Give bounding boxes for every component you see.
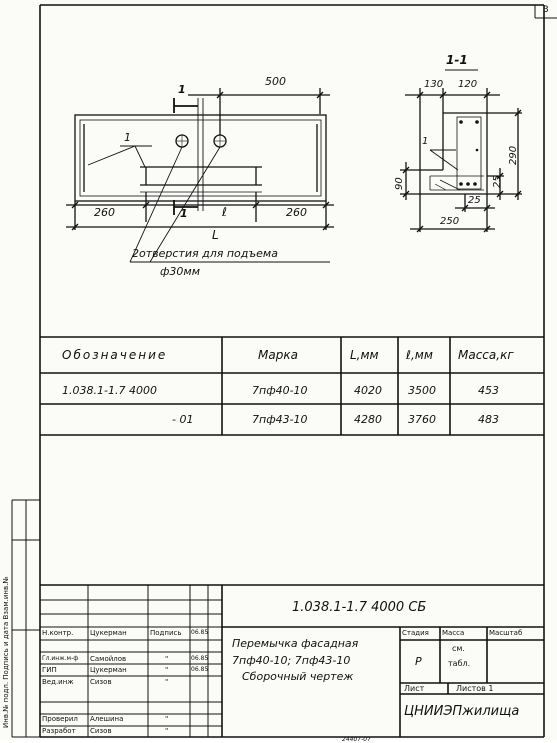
stamp-mass-value-2: табл. [448,659,471,668]
stamp-title-line3: Сборочный чертеж [242,670,354,683]
section-title: 1-1 [446,53,468,67]
sheet-number: 3 [543,5,549,15]
stamp-name-4: Алешина [90,715,124,723]
stamp-title-line1: Перемычка фасадная [232,637,359,650]
holes-note-line2: ф30мм [160,265,200,278]
dim-L: L [212,228,219,242]
cut-mark-bottom: 1 [180,207,188,220]
dim-l-small: ℓ [222,205,227,219]
sec-callout: 1 [422,136,429,147]
sec-dim-250: 250 [440,216,460,227]
stamp-name-1: Самойлов [90,655,127,663]
stamp-sign-4: " [165,715,169,723]
sec-dim-25b: 25 [468,195,481,206]
sec-dim-290: 290 [508,145,519,165]
stamp-role-0: Н.контр. [42,629,74,637]
stamp-sign-1: " [165,655,169,663]
dim-260-left: 260 [94,206,115,219]
row1-l: 3500 [408,384,436,397]
stamp-name-0: Цукерман [90,629,127,637]
col-header-mass: Масса,кг [458,348,514,362]
col-header-designation: Обозначение [62,348,168,362]
stamp-date-1: 06.85 [191,655,209,662]
stamp-sign-0: Подпись [150,629,182,637]
dim-260-right: 260 [286,206,307,219]
stamp-sign-5: " [165,727,169,735]
stamp-name-5: Сизов [90,727,112,735]
holes-note-line1: 2отверстия для подъема [132,247,278,260]
row2-mark: 7пф43-10 [252,413,308,426]
dim-500: 500 [265,75,286,88]
stamp-sheet-label: Лист [404,684,425,693]
bottom-text: 24407-07 [342,736,371,743]
stamp-stage-value: Р [415,655,422,668]
stamp-role-3: Вед.инж [42,678,74,686]
row2-l: 3760 [408,413,436,426]
sec-dim-25a: 25 [492,175,503,188]
stamp-code: 1.038.1-1.7 4000 СБ [292,600,427,615]
callout-1: 1 [124,131,131,144]
stamp-role-4: Проверил [42,715,78,723]
sec-dim-130: 130 [424,79,444,90]
stamp-role-5: Разработ [42,727,76,735]
stamp-sign-3: " [165,678,169,686]
stamp-col-stage: Стадия [402,629,429,637]
row1-mass: 453 [478,384,499,397]
col-header-L: L,мм [350,348,379,362]
row2-designation: - 01 [172,413,194,426]
col-header-mark: Марка [258,348,298,362]
stamp-sign-2: " [165,666,169,674]
stamp-col-mass: Масса [442,629,465,637]
sec-dim-90: 90 [394,177,405,190]
col-header-l: ℓ,мм [406,348,433,362]
cut-mark-top: 1 [178,83,186,96]
side-margin-text: Инв.№ подл. Подпись и дата Взам.инв.№ [2,576,10,728]
row1-designation: 1.038.1-1.7 4000 [62,384,157,397]
stamp-name-3: Сизов [90,678,112,686]
stamp-role-2: ГИП [42,666,57,674]
stamp-name-2: Цукерман [90,666,127,674]
stamp-title-line2: 7пф40-10; 7пф43-10 [232,654,351,667]
row1-mark: 7пф40-10 [252,384,308,397]
row2-mass: 483 [478,413,499,426]
stamp-date-0: 06.85 [191,629,209,636]
row1-L: 4020 [354,384,382,397]
stamp-date-2: 06.85 [191,666,209,673]
stamp-role-1: Гл.инж.м-ф [42,655,79,662]
stamp-mass-value-1: см. [452,644,465,653]
stamp-col-scale: Масштаб [489,629,523,637]
sec-dim-120: 120 [458,79,478,90]
stamp-sheets-label: Листов 1 [456,684,494,693]
row2-L: 4280 [354,413,382,426]
stamp-organization: ЦНИИЭПжилища [404,704,520,719]
